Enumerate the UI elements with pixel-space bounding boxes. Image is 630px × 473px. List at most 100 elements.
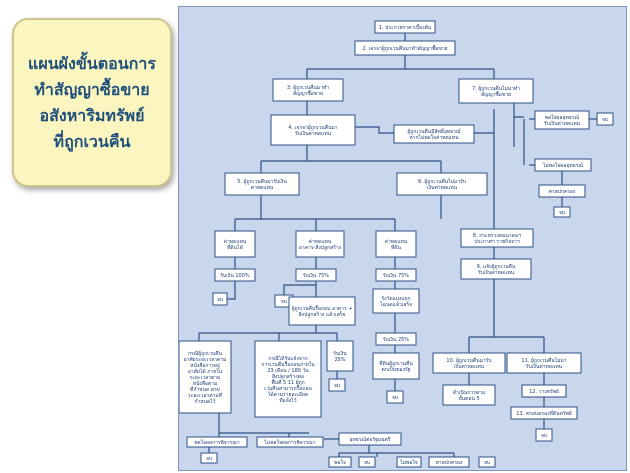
- node-label: ไม่พอใจผลการพิจารณา: [263, 439, 315, 446]
- node-box: [328, 456, 352, 468]
- node-n7c-end: จบ: [553, 206, 571, 218]
- node-box: [375, 332, 417, 346]
- node-label: จบ: [484, 460, 490, 466]
- node-n4: 4. เจรจาผู้ถูกเวนคืนมารับเงินค่าทดแทน: [270, 114, 356, 146]
- node-label: สิ่งปลูกสร้าง แล้วเสร็จ: [299, 310, 346, 318]
- node-box: [179, 340, 232, 414]
- node-label: ระยะเวลาตามที่: [188, 392, 222, 399]
- title-card: แผนผังขั้นตอนการ ทำสัญญาซื้อขาย อสังหาริ…: [12, 18, 172, 187]
- edge-p100-end: [227, 281, 236, 300]
- edge-5-split: [234, 195, 396, 231]
- node-box: [460, 228, 534, 248]
- node-label: ที่แจ้งไว้: [279, 397, 296, 404]
- node-n7b: ไม่พอใจผลอุทธรณ์: [534, 158, 592, 172]
- node-b3c: ศาลปกครอง: [428, 456, 470, 468]
- edge-4-split: [260, 145, 442, 173]
- node-box: [458, 78, 534, 104]
- node-n4b: ผู้ถูกเวนคืนมีสิทธิ์อุทธรณ์หากไม่พอใจค่า…: [393, 124, 475, 144]
- node-left2: กรณีได้รับแจ้งจากการเวนคืนรื้อถอนภายใน23…: [254, 340, 322, 418]
- node-label: โฉนดแล้วเสร็จ: [380, 300, 412, 308]
- edge-4-4b: [354, 126, 394, 134]
- node-box: [256, 436, 324, 448]
- node-n7c: ศาลปกครอง: [538, 184, 586, 198]
- node-label: อาคาร-สิ่งปลูกสร้าง: [299, 244, 342, 251]
- node-box: [460, 258, 532, 280]
- node-box: [442, 384, 496, 406]
- node-box: [270, 114, 356, 146]
- node-box: [288, 296, 356, 326]
- node-label: กำหนดไว้: [194, 398, 215, 405]
- node-box: [272, 78, 344, 102]
- node-n2: 2. เจรจาผู้ถูกเวนคืนมาทำสัญญาซื้อขาย: [354, 40, 456, 56]
- node-label: 2. เจรจาผู้ถูกเวนคืนมาทำสัญญาซื้อขาย: [362, 43, 447, 52]
- node-label: หากไม่พอใจค่าทดแทน: [409, 134, 459, 141]
- node-label: 6. ผู้ถูกเวนคืนไม่มารับ: [418, 178, 466, 185]
- node-box: [295, 230, 345, 258]
- node-n11: 11. ผู้ถูกเวนคืนไม่มารับเงินค่าทดแทน: [506, 352, 582, 374]
- node-p25a: รับเงิน25%: [326, 340, 354, 372]
- node-label: 8. กระทรวงคมนาคมฯ: [473, 233, 521, 239]
- node-box: [326, 340, 354, 372]
- node-label: 9. แจ้งผู้ถูกเวนคืน: [477, 263, 516, 270]
- node-land-pay-end: จบ: [386, 390, 404, 404]
- node-label: จบ: [217, 297, 223, 303]
- node-label: รับเงินค่าทดแทน: [295, 130, 332, 137]
- node-label: สิ่งปลูกสร้างต่อ: [272, 373, 304, 380]
- node-box: [254, 340, 322, 418]
- node-p75b: รับเงิน 75%: [375, 268, 417, 282]
- node-label: ค่าทดแทน: [309, 239, 332, 245]
- node-n7: 7. ผู้ถูกเวนคืนไม่มาทำสัญญาซื้อขาย: [458, 78, 534, 104]
- node-box: [354, 40, 456, 56]
- node-box: [538, 184, 586, 198]
- node-box: [374, 20, 436, 34]
- node-label: 4. เจรจาผู้ถูกเวนคืนมา: [288, 124, 337, 131]
- node-left1: กรณีผู้ถูกเวนคืนอาศัยระยะเวลาตามหนังสือก…: [179, 340, 232, 414]
- node-box: [214, 268, 256, 282]
- node-box: [553, 206, 571, 218]
- node-box: [372, 352, 420, 380]
- node-label: เงินค่าทดแทน: [427, 184, 458, 191]
- flowchart: 1. ประกาศราคาเบื้องต้น2. เจรจาผู้ถูกเวนค…: [179, 20, 614, 468]
- node-b1-end: จบ: [200, 452, 218, 464]
- node-box: [186, 436, 248, 448]
- node-label: ที่กำหนด ครบ: [190, 386, 220, 393]
- flowchart-edges: [198, 33, 597, 457]
- node-label: รับเงิน 75%: [303, 272, 329, 279]
- node-label: 13. ครอบครองที่ดินทรัพย์: [516, 410, 571, 417]
- node-n3: 3. ผู้ถูกเวนคืนมาทำสัญญาซื้อขาย: [272, 78, 344, 102]
- node-box: [432, 352, 506, 374]
- node-box: [214, 230, 256, 258]
- node-box: [358, 456, 376, 468]
- node-label: อาศัยได้ ภายใน: [188, 368, 223, 375]
- node-label: ไม่พอใจ: [399, 459, 418, 466]
- node-b3b: ไม่พอใจ: [396, 456, 422, 468]
- node-label: รับเงินค่าทดแทน: [478, 269, 515, 276]
- node-label: 10. ผู้ถูกเวนคืนมารับ: [446, 357, 491, 364]
- node-box: [375, 230, 417, 258]
- node-label: กรณีผู้ถูกเวนคืน: [188, 350, 223, 357]
- node-b1: พอใจผลการพิจารณา: [186, 436, 248, 448]
- node-label: 12. วางทรัพย์: [529, 388, 559, 395]
- node-label: รับเงินค่าทดแทน: [544, 120, 581, 127]
- node-label: รับเงิน 25%: [383, 336, 409, 343]
- node-label: จบ: [206, 456, 212, 462]
- node-label: รับเงิน 75%: [383, 272, 409, 279]
- node-box: [535, 428, 553, 442]
- node-label: จบ: [602, 117, 608, 123]
- title-line-1: แผนผังขั้นตอนการ: [28, 53, 156, 73]
- node-label: จบ: [364, 460, 370, 466]
- node-box: [212, 292, 228, 306]
- node-label: หนังสือการอยู่: [190, 362, 220, 369]
- node-label: 7. ผู้ถูกเวนคืนไม่มาทำ: [472, 85, 520, 92]
- node-p25a-end: จบ: [328, 378, 346, 392]
- node-label: 23 เดือน / 180 วัน: [267, 367, 309, 374]
- edge-rem-a-split: [198, 325, 338, 341]
- node-box: [375, 268, 417, 282]
- node-box: [534, 110, 590, 130]
- node-p100: รับเงิน 100%: [214, 268, 256, 282]
